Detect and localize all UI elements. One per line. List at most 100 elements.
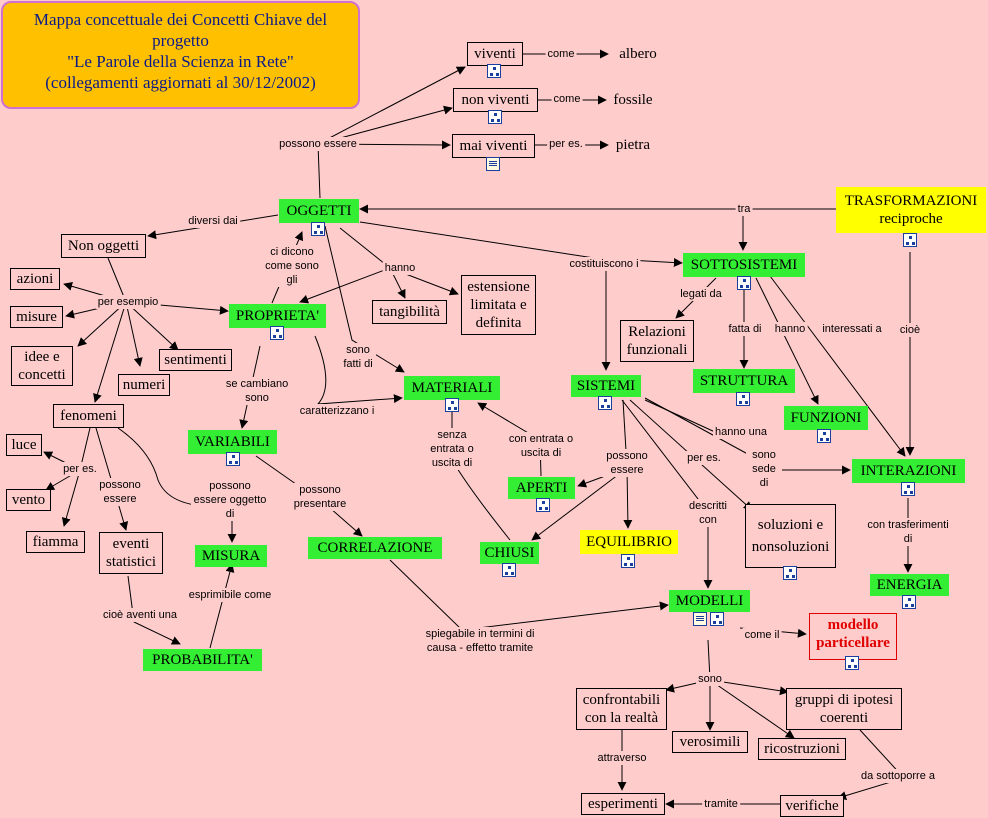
concept-esperimenti[interactable]: esperimenti xyxy=(581,793,665,815)
concept-map-icon[interactable] xyxy=(783,566,797,580)
document-icon[interactable] xyxy=(486,157,500,171)
link-label-possono-presentare: possono presentare xyxy=(283,483,357,511)
link-label-per-es: per es. xyxy=(547,137,585,151)
concept-map-icon[interactable] xyxy=(445,398,459,412)
link-label-attraverso: attraverso xyxy=(595,751,649,765)
concept-verifiche[interactable]: verifiche xyxy=(780,795,844,817)
concept-equilibrio[interactable]: EQUILIBRIO xyxy=(580,530,678,554)
concept-map-icon[interactable] xyxy=(488,110,502,124)
concept-azioni[interactable]: azioni xyxy=(10,268,60,290)
concept-energia[interactable]: ENERGIA xyxy=(870,574,949,596)
concept-sistemi[interactable]: SISTEMI xyxy=(571,375,641,397)
link-label-per-esempio: per esempio xyxy=(95,295,161,309)
link-label-come: come xyxy=(551,92,583,106)
link-label-sono-sede-di: sono sede di xyxy=(746,448,782,490)
concept-map-icon[interactable] xyxy=(502,563,516,577)
document-icon[interactable] xyxy=(693,612,707,626)
link-label-con-trasferimenti: con trasferimenti di xyxy=(861,518,955,546)
concept-non-oggetti[interactable]: Non oggetti xyxy=(61,234,146,258)
link-label-possono-essere: possono essere xyxy=(92,478,148,506)
concept-fiamma[interactable]: fiamma xyxy=(26,531,85,553)
concept-interazioni[interactable]: INTERAZIONI xyxy=(852,459,965,483)
link-label-come-il: come il xyxy=(742,628,782,642)
concept-vento[interactable]: vento xyxy=(6,489,51,511)
title-line-2: progetto xyxy=(152,31,209,50)
link-label-hanno: hanno xyxy=(382,261,418,275)
link-label-tra: tra xyxy=(735,202,753,216)
concept-non-viventi[interactable]: non viventi xyxy=(453,88,538,112)
concept-estensione[interactable]: estensione limitata e definita xyxy=(461,275,536,335)
concept-numeri[interactable]: numeri xyxy=(118,374,170,396)
link-label-diversi-dai: diversi dai xyxy=(186,214,240,228)
concept-map-icon[interactable] xyxy=(598,396,612,410)
link-label-possono-essere: possono essere xyxy=(598,449,656,477)
concept-mai-viventi[interactable]: mai viventi xyxy=(452,134,535,158)
link-label-possono-essere: possono essere xyxy=(277,137,359,151)
link-label-spiegabile: spiegabile in termini di causa - effetto… xyxy=(413,627,547,655)
concept-map-icon[interactable] xyxy=(311,222,325,236)
concept-map-icon[interactable] xyxy=(737,276,751,290)
concept-map-icon[interactable] xyxy=(817,429,831,443)
concept-luce[interactable]: luce xyxy=(6,434,42,456)
concept-oggetti[interactable]: OGGETTI xyxy=(279,199,359,223)
concept-map-icon[interactable] xyxy=(736,392,750,406)
concept-variabili[interactable]: VARIABILI xyxy=(188,430,277,454)
concept-sentimenti[interactable]: sentimenti xyxy=(159,349,232,371)
concept-idee-e-concetti[interactable]: idee e concetti xyxy=(11,346,73,386)
concept-funzioni[interactable]: FUNZIONI xyxy=(784,406,868,430)
concept-map-icon[interactable] xyxy=(845,656,859,670)
concept-map-icon[interactable] xyxy=(536,498,550,512)
concept-map-icon[interactable] xyxy=(901,482,915,496)
concept-struttura[interactable]: STRUTTURA xyxy=(693,369,795,393)
title-line-1: Mappa concettuale dei Concetti Chiave de… xyxy=(33,10,328,29)
concept-aperti[interactable]: APERTI xyxy=(508,477,575,499)
link-label-legati-da: legati da xyxy=(678,287,724,301)
concept-map-icon[interactable] xyxy=(902,595,916,609)
concept-misure[interactable]: misure xyxy=(10,306,63,328)
concept-relazioni-funzionali[interactable]: Relazioni funzionali xyxy=(620,320,694,362)
concept-soluzioni[interactable]: soluzioni e nonsoluzioni xyxy=(745,504,836,568)
link-label-cioe-aventi: cioè aventi una xyxy=(101,608,179,622)
concept-modello-particellare[interactable]: modello particellare xyxy=(809,613,897,660)
link-label-sono: sono xyxy=(696,672,724,686)
concept-fenomeni[interactable]: fenomeni xyxy=(53,404,124,428)
link-label-caratterizzano: caratterizzano i xyxy=(297,404,377,418)
link-label-ci-dicono: ci dicono come sono gli xyxy=(259,245,325,287)
concept-albero: albero xyxy=(619,46,657,62)
concept-proprieta[interactable]: PROPRIETA' xyxy=(229,304,326,328)
link-label-senza-entrata: senza entrata o uscita di xyxy=(417,428,487,470)
concept-trasformazioni[interactable]: TRASFORMAZIONI reciproche xyxy=(836,187,986,233)
link-label-da-sottoporre: da sottoporre a xyxy=(859,769,937,783)
link-label-per-es: per es. xyxy=(685,451,723,465)
concept-materiali[interactable]: MATERIALI xyxy=(404,376,500,400)
concept-misura[interactable]: MISURA xyxy=(195,545,267,567)
concept-correlazione[interactable]: CORRELAZIONE xyxy=(308,537,442,559)
concept-map-icon[interactable] xyxy=(710,612,724,626)
link-label-interessati-a: interessati a xyxy=(820,322,884,336)
concept-chiusi[interactable]: CHIUSI xyxy=(480,542,539,564)
link-label-tramite: tramite xyxy=(702,797,740,811)
link-label-hanno: hanno xyxy=(772,322,808,336)
link-label-con-entrata: con entrata o uscita di xyxy=(503,432,579,460)
concept-tangibilita[interactable]: tangibilità xyxy=(372,300,447,324)
concept-map-icon[interactable] xyxy=(226,452,240,466)
concept-fossile: fossile xyxy=(613,92,653,108)
concept-map-icon[interactable] xyxy=(270,326,284,340)
concept-probabilita[interactable]: PROBABILITA' xyxy=(143,649,262,671)
concept-eventi-statistici[interactable]: eventi statistici xyxy=(99,532,163,574)
concept-verosimili[interactable]: verosimili xyxy=(672,731,748,753)
concept-map-icon[interactable] xyxy=(621,554,635,568)
concept-viventi[interactable]: viventi xyxy=(467,42,523,66)
concept-confrontabili[interactable]: confrontabili con la realtà xyxy=(576,688,667,730)
link-label-fatta-di: fatta di xyxy=(726,322,764,336)
title-line-3: "Le Parole della Scienza in Rete" xyxy=(67,52,294,71)
link-label-descritti-con: descritti con xyxy=(678,499,738,527)
concept-map-icon[interactable] xyxy=(903,233,917,247)
concept-map-icon[interactable] xyxy=(487,64,501,78)
link-label-sono-fatti-di: sono fatti di xyxy=(340,343,376,371)
concept-sottosistemi[interactable]: SOTTOSISTEMI xyxy=(683,253,805,277)
concept-modelli[interactable]: MODELLI xyxy=(669,590,750,612)
concept-gruppi-ipotesi[interactable]: gruppi di ipotesi coerenti xyxy=(786,688,902,730)
concept-ricostruzioni[interactable]: ricostruzioni xyxy=(758,738,846,760)
link-label-possono-essere-oggetto: possono essere oggetto di xyxy=(191,479,269,521)
